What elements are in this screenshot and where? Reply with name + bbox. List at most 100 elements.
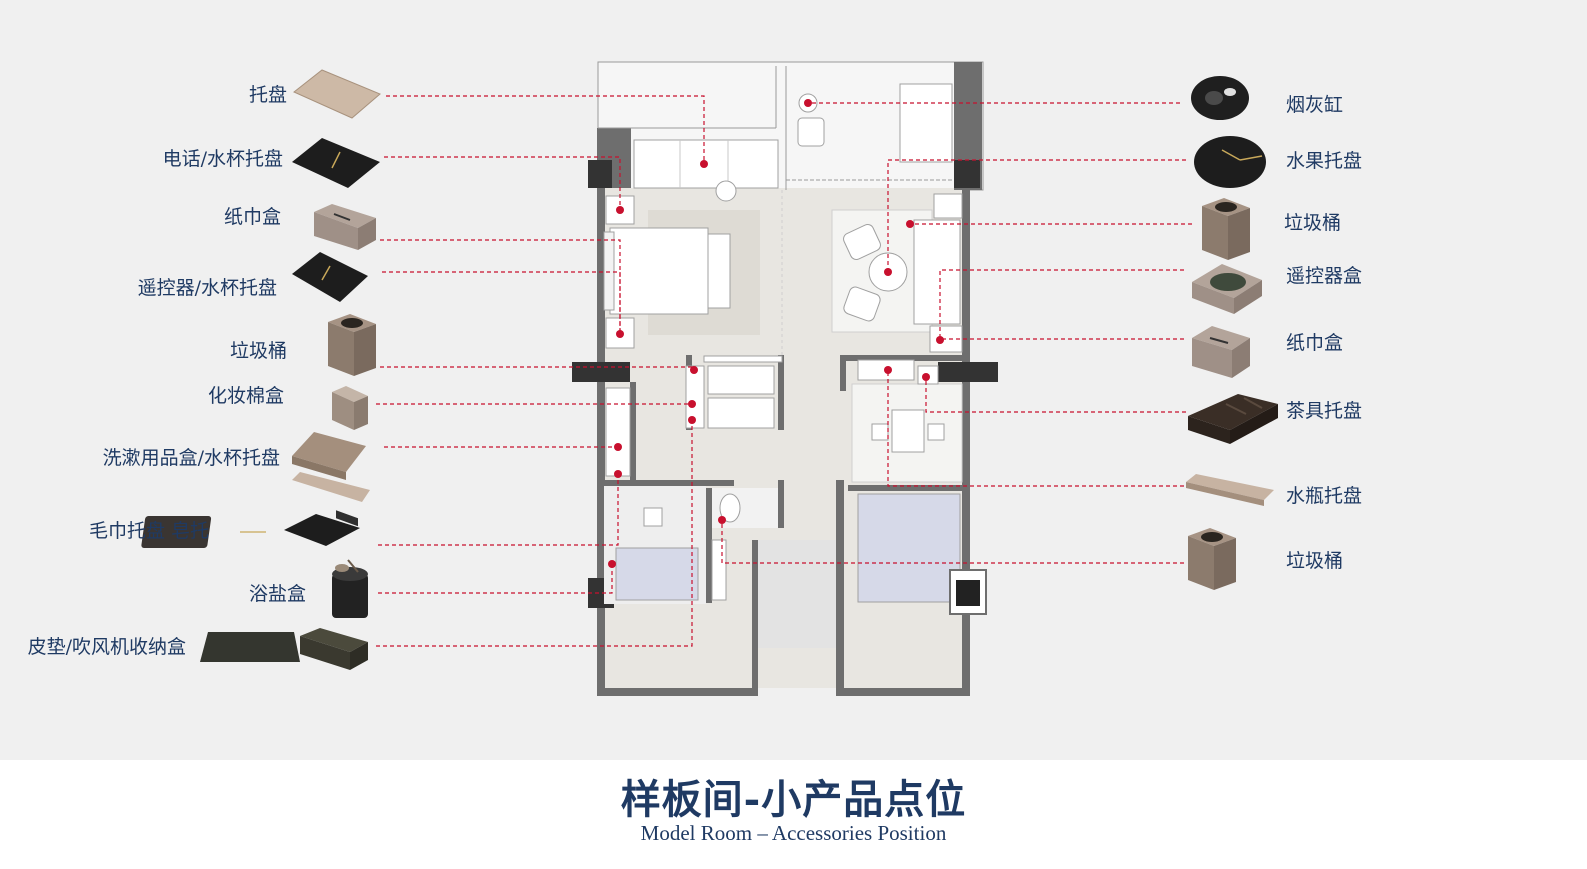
wall-pier-2: [954, 160, 980, 188]
position-marker-13: [922, 373, 930, 381]
label-right-1: 水果托盘: [1286, 150, 1363, 172]
wall-wc-r: [778, 480, 784, 528]
label-right-3: 遥控器盒: [1286, 265, 1363, 287]
leader-right-5: [925, 377, 1186, 413]
bottle-tray-icon: [1186, 474, 1274, 506]
label-left-5: 化妆棉盒: [207, 385, 284, 407]
position-marker-5: [688, 416, 696, 424]
floor-plan: [572, 61, 998, 696]
side-table: [933, 193, 963, 219]
leader-right-6: [887, 370, 1184, 487]
position-marker-3: [690, 366, 698, 374]
fruit-tray-icon: [1194, 136, 1266, 188]
toiletry-box-icon: [292, 432, 370, 502]
label-left-0: 托盘: [248, 84, 287, 106]
page-title: 样板间-小产品点位: [620, 776, 967, 823]
label-right-7: 垃圾桶: [1286, 550, 1344, 572]
label-left-7: 毛巾托盘 皂托: [88, 520, 209, 542]
label-left-1: 电话/水杯托盘: [162, 148, 283, 170]
wood-tray-icon: [293, 69, 381, 119]
closet-2: [707, 397, 775, 429]
position-marker-0: [700, 160, 708, 168]
position-marker-9: [804, 99, 812, 107]
wall-vanity-v: [630, 382, 636, 482]
sofa: [913, 219, 961, 325]
diagram-area: 托盘 电话/水杯托盘 纸巾盒 遥控器/水杯托盘 垃圾桶 化妆棉盒 洗漱用品盒/水…: [0, 0, 1587, 760]
wall-bottom-right: [840, 688, 970, 696]
wall-bottom-left: [597, 688, 757, 696]
position-marker-8: [608, 560, 616, 568]
page-subtitle: Model Room – Accessories Position: [640, 821, 947, 845]
position-marker-7: [614, 470, 622, 478]
black-tray-icon: [292, 138, 380, 188]
remote-box-icon: [1192, 264, 1262, 314]
leader-left-3: [382, 271, 621, 334]
entry-corridor: [758, 540, 836, 648]
floor-plan-canvas: [141, 61, 1278, 696]
wall-right: [962, 188, 970, 693]
balcony-lamp: [715, 180, 737, 202]
label-left-6: 洗漱用品盒/水杯托盘: [102, 447, 280, 469]
tea-tray-icon: [1188, 394, 1278, 444]
leather-mat-icon: [200, 628, 368, 670]
label-left-9: 皮垫/吹风机收纳盒: [27, 636, 186, 658]
armchair-2: [843, 286, 881, 322]
shower: [857, 493, 961, 603]
wall-shower: [848, 485, 964, 491]
waste-bin-icon: [328, 314, 376, 376]
product-icons: [141, 69, 1278, 670]
chair-l: [871, 423, 889, 441]
position-marker-2: [616, 330, 624, 338]
wall-left-top: [597, 128, 605, 694]
waste-bin-icon: [1188, 528, 1236, 590]
bed-bench: [707, 233, 731, 309]
position-markers: [608, 99, 944, 568]
wall-pier-4: [938, 362, 998, 382]
wall-wc-l: [706, 488, 712, 603]
leader-right-3: [939, 269, 1184, 340]
title-block: 样板间-小产品点位 Model Room – Accessories Posit…: [0, 760, 1587, 869]
label-left-2: 纸巾盒: [223, 206, 281, 228]
wall-mid-r: [840, 355, 964, 361]
bath-salt-jar-icon: [332, 559, 368, 618]
wall-mid-r2: [840, 355, 846, 391]
leader-lines: [376, 95, 1192, 647]
wall-closet-2: [778, 355, 784, 430]
position-marker-4: [688, 400, 696, 408]
position-marker-11: [906, 220, 914, 228]
towel-tray-icon: [141, 514, 360, 548]
leader-left-1: [384, 156, 621, 210]
chair-r: [927, 423, 945, 441]
safe-box-inner: [956, 580, 980, 606]
wall-pier-1: [588, 160, 612, 188]
position-marker-10: [884, 268, 892, 276]
balcony-daybed: [899, 83, 953, 163]
label-right-2: 垃圾桶: [1284, 212, 1342, 234]
position-marker-1: [616, 206, 624, 214]
wall-corridor-r: [836, 480, 844, 696]
leader-right-1: [887, 159, 1186, 272]
cotton-box-icon: [332, 386, 368, 527]
tissue-box-icon: [1192, 326, 1250, 378]
leader-left-2: [380, 239, 621, 334]
waste-bin-icon: [1202, 198, 1250, 260]
armchair-1: [843, 224, 881, 260]
wall-bath-top: [604, 480, 734, 486]
dining-table: [891, 409, 925, 453]
leader-left-0: [386, 95, 705, 164]
ashtray-icon: [1191, 76, 1249, 120]
wardrobe-strip: [703, 355, 783, 363]
closet: [707, 365, 775, 395]
bathtub: [615, 547, 699, 601]
label-left-4: 垃圾桶: [229, 340, 287, 362]
tissue-box-icon: [314, 204, 376, 250]
label-right-5: 茶具托盘: [1286, 400, 1363, 422]
label-right-6: 水瓶托盘: [1286, 485, 1363, 507]
position-marker-6: [614, 443, 622, 451]
position-marker-14: [884, 366, 892, 374]
black-tray-icon: [292, 252, 368, 302]
leader-right-7: [721, 520, 1184, 564]
vanity-2: [685, 365, 705, 429]
label-left-3: 遥控器/水杯托盘: [137, 277, 277, 299]
toilet: [719, 493, 741, 523]
